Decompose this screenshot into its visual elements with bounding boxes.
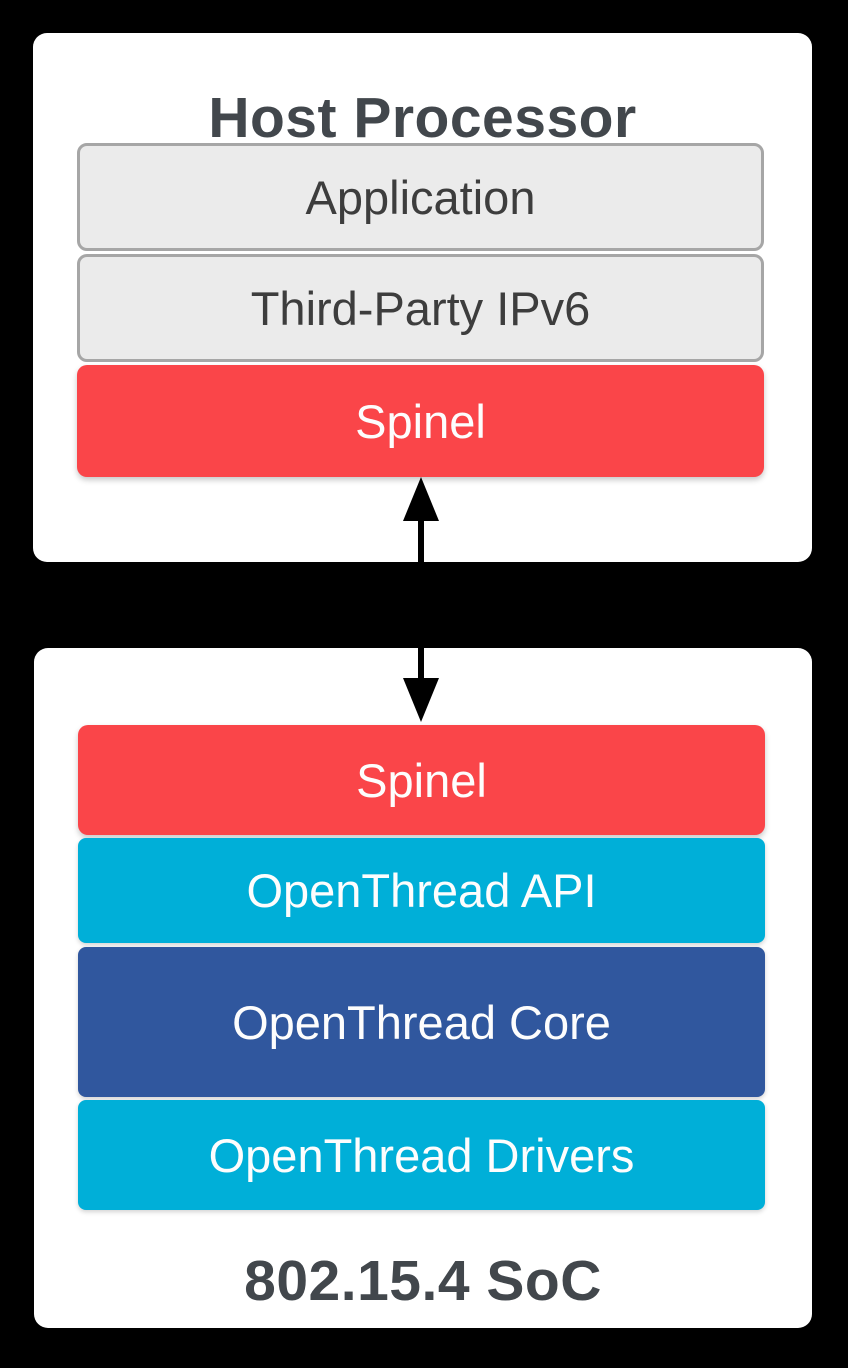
arrow-up-head <box>403 477 439 521</box>
layer-third-party-ipv6: Third-Party IPv6 <box>77 254 764 362</box>
layer-spinel-soc-label: Spinel <box>356 753 487 807</box>
layer-openthread-drivers-label: OpenThread Drivers <box>208 1128 635 1182</box>
layer-openthread-core-label: OpenThread Core <box>232 995 611 1049</box>
layer-application: Application <box>77 143 764 251</box>
layer-openthread-drivers: OpenThread Drivers <box>78 1100 765 1210</box>
layer-application-label: Application <box>305 170 536 224</box>
soc-title: 802.15.4 SoC <box>244 1249 602 1313</box>
host-processor-card: Host Processor Application Third-Party I… <box>33 33 812 562</box>
soc-card: Spinel OpenThread API OpenThread Core Op… <box>34 648 812 1328</box>
arrow-down-head <box>403 678 439 722</box>
bidirectional-arrow <box>403 477 439 722</box>
layer-third-party-ipv6-label: Third-Party IPv6 <box>250 281 591 335</box>
layer-spinel-soc: Spinel <box>78 725 765 835</box>
host-processor-title: Host Processor <box>208 86 637 150</box>
layer-spinel-host: Spinel <box>77 365 764 477</box>
layer-openthread-api: OpenThread API <box>78 838 765 943</box>
layer-openthread-core: OpenThread Core <box>78 947 765 1097</box>
layer-spinel-host-label: Spinel <box>355 394 486 448</box>
layer-openthread-api-label: OpenThread API <box>246 864 597 917</box>
